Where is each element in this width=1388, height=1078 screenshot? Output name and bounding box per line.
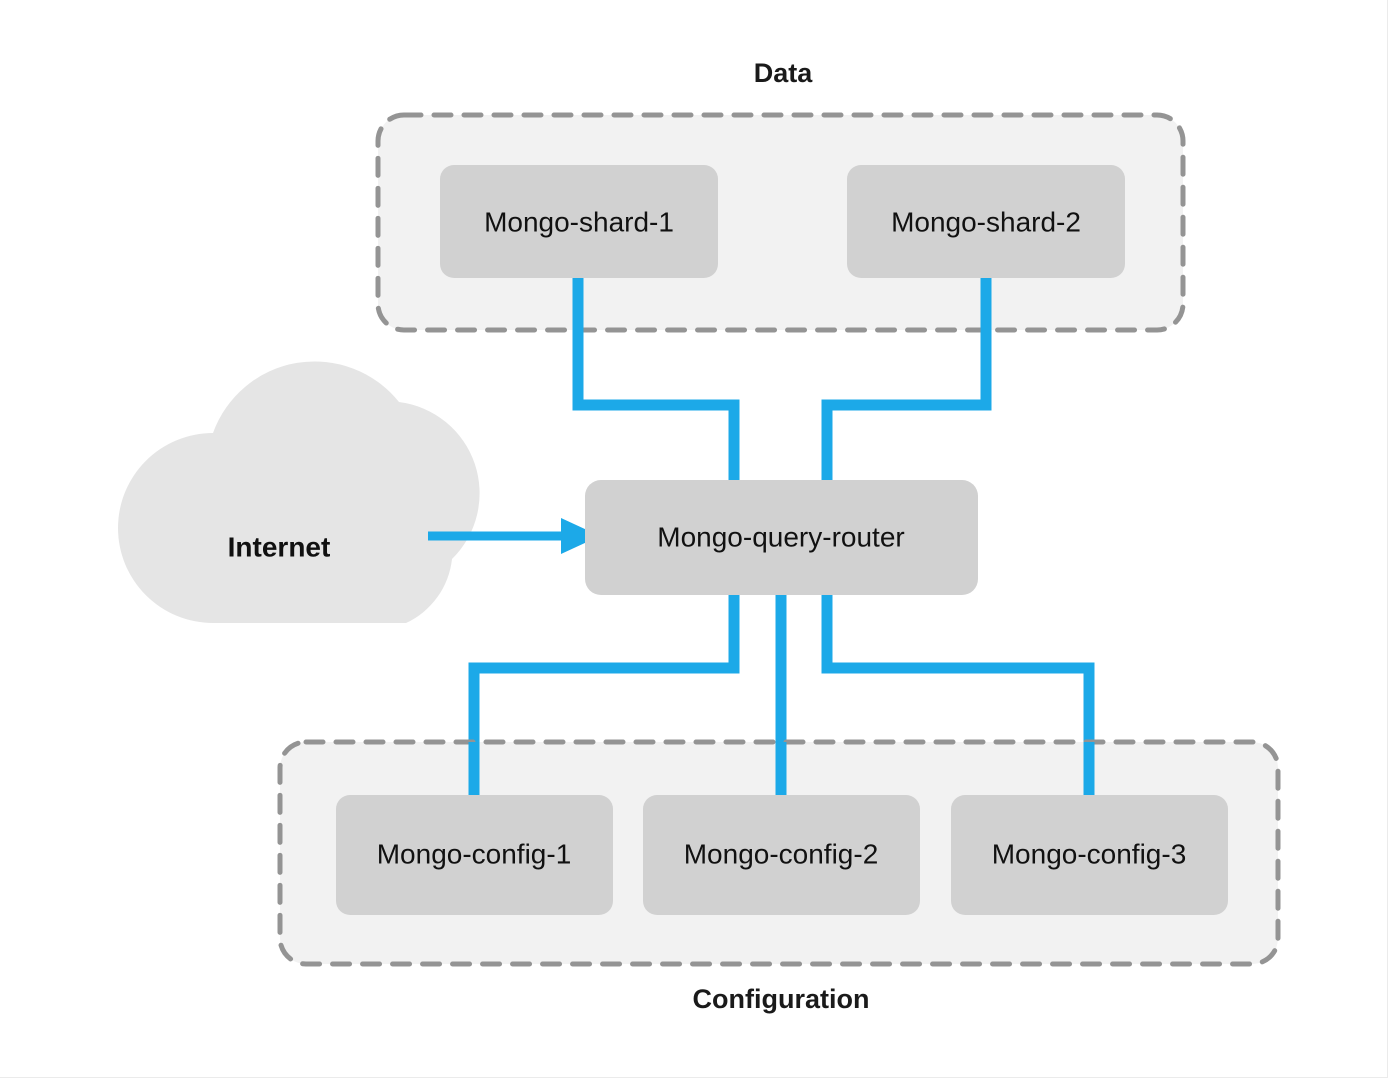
node-mongo-config-3-box bbox=[951, 795, 1228, 915]
node-mongo-shard-2-box bbox=[847, 165, 1125, 278]
link-internet-to-router bbox=[428, 518, 600, 554]
link-router-to-config1 bbox=[468, 588, 740, 805]
node-mongo-shard-2-label: Mongo-shard-2 bbox=[891, 206, 1081, 237]
node-mongo-config-3-label: Mongo-config-3 bbox=[992, 838, 1187, 869]
node-mongo-shard-1[interactable]: Mongo-shard-1 bbox=[440, 165, 718, 278]
link-shard2-to-router bbox=[821, 250, 992, 487]
node-mongo-config-1-label: Mongo-config-1 bbox=[377, 838, 572, 869]
node-mongo-shard-1-label: Mongo-shard-1 bbox=[484, 206, 674, 237]
node-mongo-config-1-box bbox=[336, 795, 613, 915]
node-mongo-config-2-label: Mongo-config-2 bbox=[684, 838, 879, 869]
link-shard1-to-router bbox=[572, 250, 740, 487]
internet-cloud[interactable]: Internet bbox=[118, 361, 480, 623]
node-mongo-config-2[interactable]: Mongo-config-2 bbox=[643, 795, 920, 915]
node-mongo-config-2-box bbox=[643, 795, 920, 915]
configuration-group-label: Configuration bbox=[693, 984, 870, 1014]
node-mongo-query-router[interactable]: Mongo-query-router bbox=[585, 480, 978, 595]
node-mongo-query-router-label: Mongo-query-router bbox=[657, 521, 904, 552]
node-mongo-config-1[interactable]: Mongo-config-1 bbox=[336, 795, 613, 915]
node-mongo-shard-1-box bbox=[440, 165, 718, 278]
data-group-label: Data bbox=[754, 58, 814, 88]
internet-cloud-label: Internet bbox=[228, 531, 331, 562]
node-mongo-shard-2[interactable]: Mongo-shard-2 bbox=[847, 165, 1125, 278]
cloud-icon bbox=[118, 361, 480, 623]
node-mongo-config-3[interactable]: Mongo-config-3 bbox=[951, 795, 1228, 915]
node-mongo-query-router-box bbox=[585, 480, 978, 595]
link-router-to-config3 bbox=[821, 588, 1095, 805]
internet-arrow-head bbox=[561, 518, 600, 554]
